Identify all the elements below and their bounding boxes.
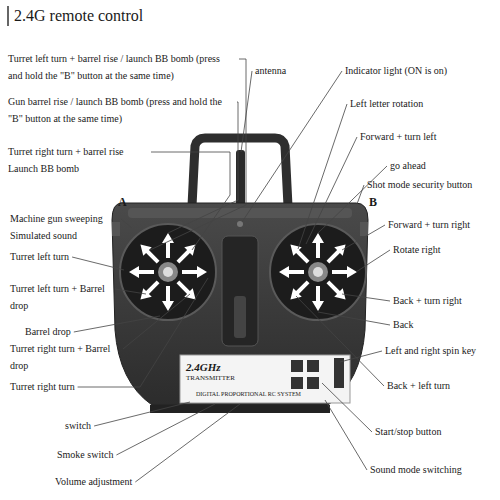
- callout-label: Turret left turn + barrel rise / launch …: [8, 50, 236, 84]
- right-stick-arrows: [279, 233, 357, 311]
- leader-line: [296, 296, 384, 386]
- callout-label: switch: [65, 417, 91, 434]
- leader-line: [94, 402, 190, 426]
- callout-label: B: [369, 194, 377, 211]
- callout-label: Forward + turn left: [360, 128, 436, 145]
- leader-line: [318, 166, 387, 233]
- left-stick: [120, 224, 216, 320]
- panel-button: [291, 377, 303, 389]
- leader-line: [340, 351, 382, 362]
- leader-line: [356, 250, 390, 272]
- callout-label: Turret right turn + barrel rise Launch B…: [8, 143, 148, 177]
- antenna: [236, 150, 245, 208]
- callout-label: Turret left turn + Barrel drop: [10, 280, 112, 314]
- left-knob: [158, 262, 178, 282]
- callout-label: Turret right turn: [10, 378, 75, 395]
- leader-line: [318, 312, 390, 325]
- leader-line: [241, 71, 252, 152]
- center-slot: [222, 236, 258, 346]
- panel-switch: [334, 358, 344, 388]
- callout-label: DIGITAL PROPORTIONAL RC SYSTEM: [196, 390, 301, 399]
- title-bar: [7, 6, 9, 26]
- callout-label: A: [118, 194, 127, 211]
- leader-line: [121, 219, 132, 228]
- leader-line: [325, 400, 367, 470]
- callout-label: Smoke switch: [57, 446, 113, 463]
- callout-label: Shot mode security button: [367, 176, 472, 193]
- callout-label: Rotate right: [393, 241, 441, 258]
- right-knob-top: [313, 267, 323, 277]
- leader-line: [135, 404, 240, 482]
- right-stick: [270, 224, 366, 320]
- callout-label: Back + turn right: [393, 292, 462, 309]
- callout-label: TRANSMITTER: [186, 373, 235, 383]
- callout-label: 2.4GHz: [186, 359, 221, 376]
- panel-button: [307, 377, 319, 389]
- leader-line: [123, 294, 190, 349]
- leader-line: [150, 59, 246, 250]
- controller-body: [112, 203, 368, 405]
- callout-label: Barrel drop: [25, 323, 71, 340]
- side-switch-b: [360, 222, 368, 236]
- callout-label: Forward + turn right: [388, 216, 470, 233]
- leader-line: [342, 294, 390, 301]
- callout-label: Gun barrel rise / launch BB bomb (press …: [8, 93, 234, 127]
- callout-label: Left letter rotation: [350, 95, 423, 112]
- callout-label: go ahead: [390, 157, 426, 174]
- callout-label: Left and right spin key: [385, 342, 476, 359]
- left-knob-top: [163, 267, 173, 277]
- callout-label: Indicator light (ON is on): [345, 62, 447, 79]
- panel-button: [307, 360, 319, 372]
- leader-line: [306, 137, 357, 244]
- callout-label: Turret left turn: [10, 248, 69, 265]
- body-base: [150, 405, 330, 413]
- side-switch-a: [112, 222, 120, 236]
- body-top-edge: [128, 208, 352, 218]
- leader-line: [342, 225, 385, 250]
- callout-label: Start/stop button: [375, 423, 441, 440]
- callout-label: Machine gun sweeping Simulated sound: [10, 210, 118, 244]
- leader-line: [116, 404, 215, 455]
- leader-line: [357, 185, 364, 204]
- panel-button: [291, 360, 303, 372]
- leader-line: [115, 289, 146, 294]
- leader-line: [298, 104, 347, 249]
- leader-line: [151, 152, 230, 250]
- leader-line: [168, 102, 238, 233]
- callout-label: Turret right turn + Barrel drop: [10, 340, 120, 374]
- callout-label: Back + left turn: [387, 377, 450, 394]
- label-panel: [180, 355, 350, 403]
- center-lever: [234, 296, 246, 338]
- right-knob: [308, 262, 328, 282]
- title: 2.4G remote control: [14, 6, 143, 26]
- callout-label: Back: [393, 316, 414, 333]
- callout-label: Volume adjustment: [55, 473, 132, 490]
- callout-label: antenna: [255, 62, 286, 79]
- callout-label: Sound mode switching: [370, 461, 462, 478]
- leader-line: [72, 257, 124, 270]
